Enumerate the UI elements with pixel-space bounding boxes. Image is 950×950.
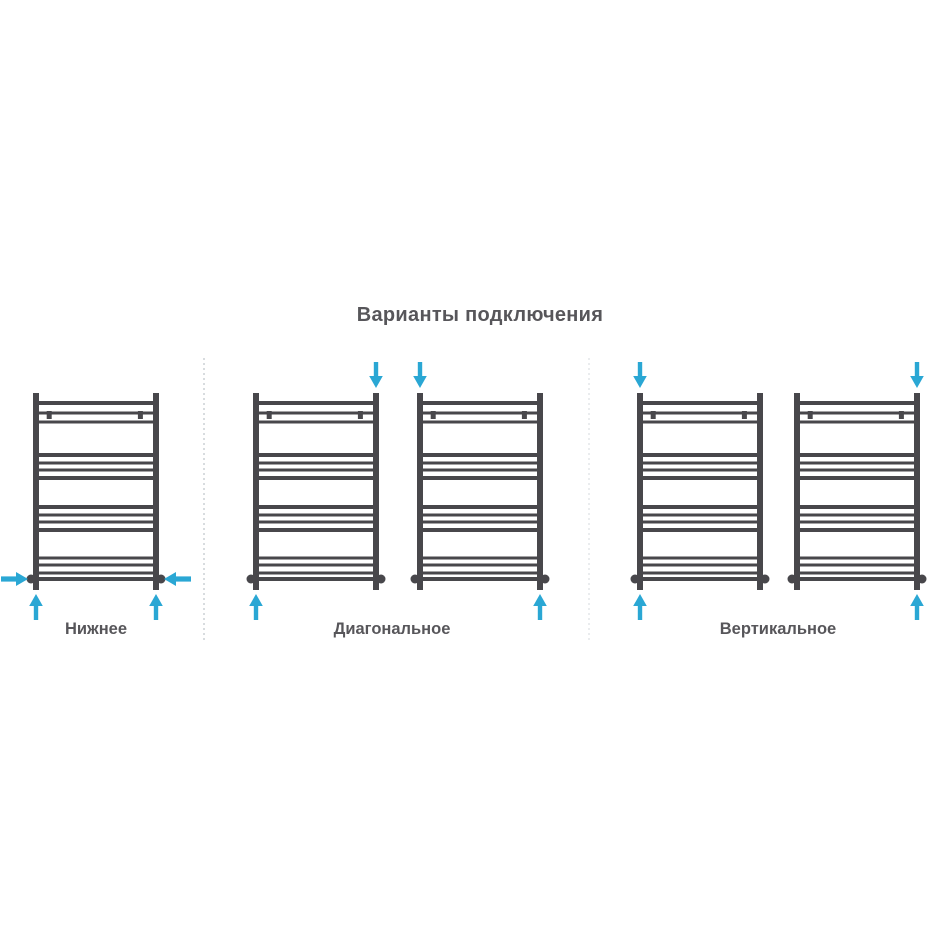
flow-arrow-up <box>633 594 647 620</box>
hanger-tick <box>807 411 813 419</box>
towel-radiator <box>787 362 927 620</box>
connector-boss <box>246 574 256 584</box>
connector-boss <box>917 574 927 584</box>
flow-arrow-up <box>149 594 163 620</box>
flow-arrow-side <box>164 572 191 586</box>
flow-arrow-up <box>910 594 924 620</box>
section-label-vertical: Вертикальное <box>719 620 837 638</box>
towel-radiator <box>410 362 550 620</box>
connector-boss <box>26 574 36 584</box>
connector-boss <box>540 574 550 584</box>
hanger-tick <box>898 411 904 419</box>
flow-arrow-up <box>249 594 263 620</box>
connector-boss <box>630 574 640 584</box>
flow-arrow-down <box>413 362 427 388</box>
hanger-tick <box>741 411 747 419</box>
towel-radiator <box>630 362 770 620</box>
connector-boss <box>787 574 797 584</box>
connector-boss <box>376 574 386 584</box>
page-title: Варианты подключения <box>356 304 604 326</box>
flow-arrow-up <box>533 594 547 620</box>
section-label-bottom: Нижнее <box>64 620 128 638</box>
towel-radiator <box>1 393 191 620</box>
flow-arrow-up <box>29 594 43 620</box>
connector-boss <box>760 574 770 584</box>
connector-boss <box>156 574 166 584</box>
hanger-tick <box>46 411 52 419</box>
hanger-tick <box>650 411 656 419</box>
hanger-tick <box>266 411 272 419</box>
flow-arrow-down <box>910 362 924 388</box>
flow-arrow-down <box>369 362 383 388</box>
hanger-tick <box>430 411 436 419</box>
connector-boss <box>410 574 420 584</box>
section-label-diagonal: Диагональное <box>333 620 451 638</box>
hanger-tick <box>357 411 363 419</box>
hanger-tick <box>521 411 527 419</box>
towel-radiator <box>246 362 386 620</box>
flow-arrow-side <box>1 572 28 586</box>
flow-arrow-down <box>633 362 647 388</box>
hanger-tick <box>137 411 143 419</box>
